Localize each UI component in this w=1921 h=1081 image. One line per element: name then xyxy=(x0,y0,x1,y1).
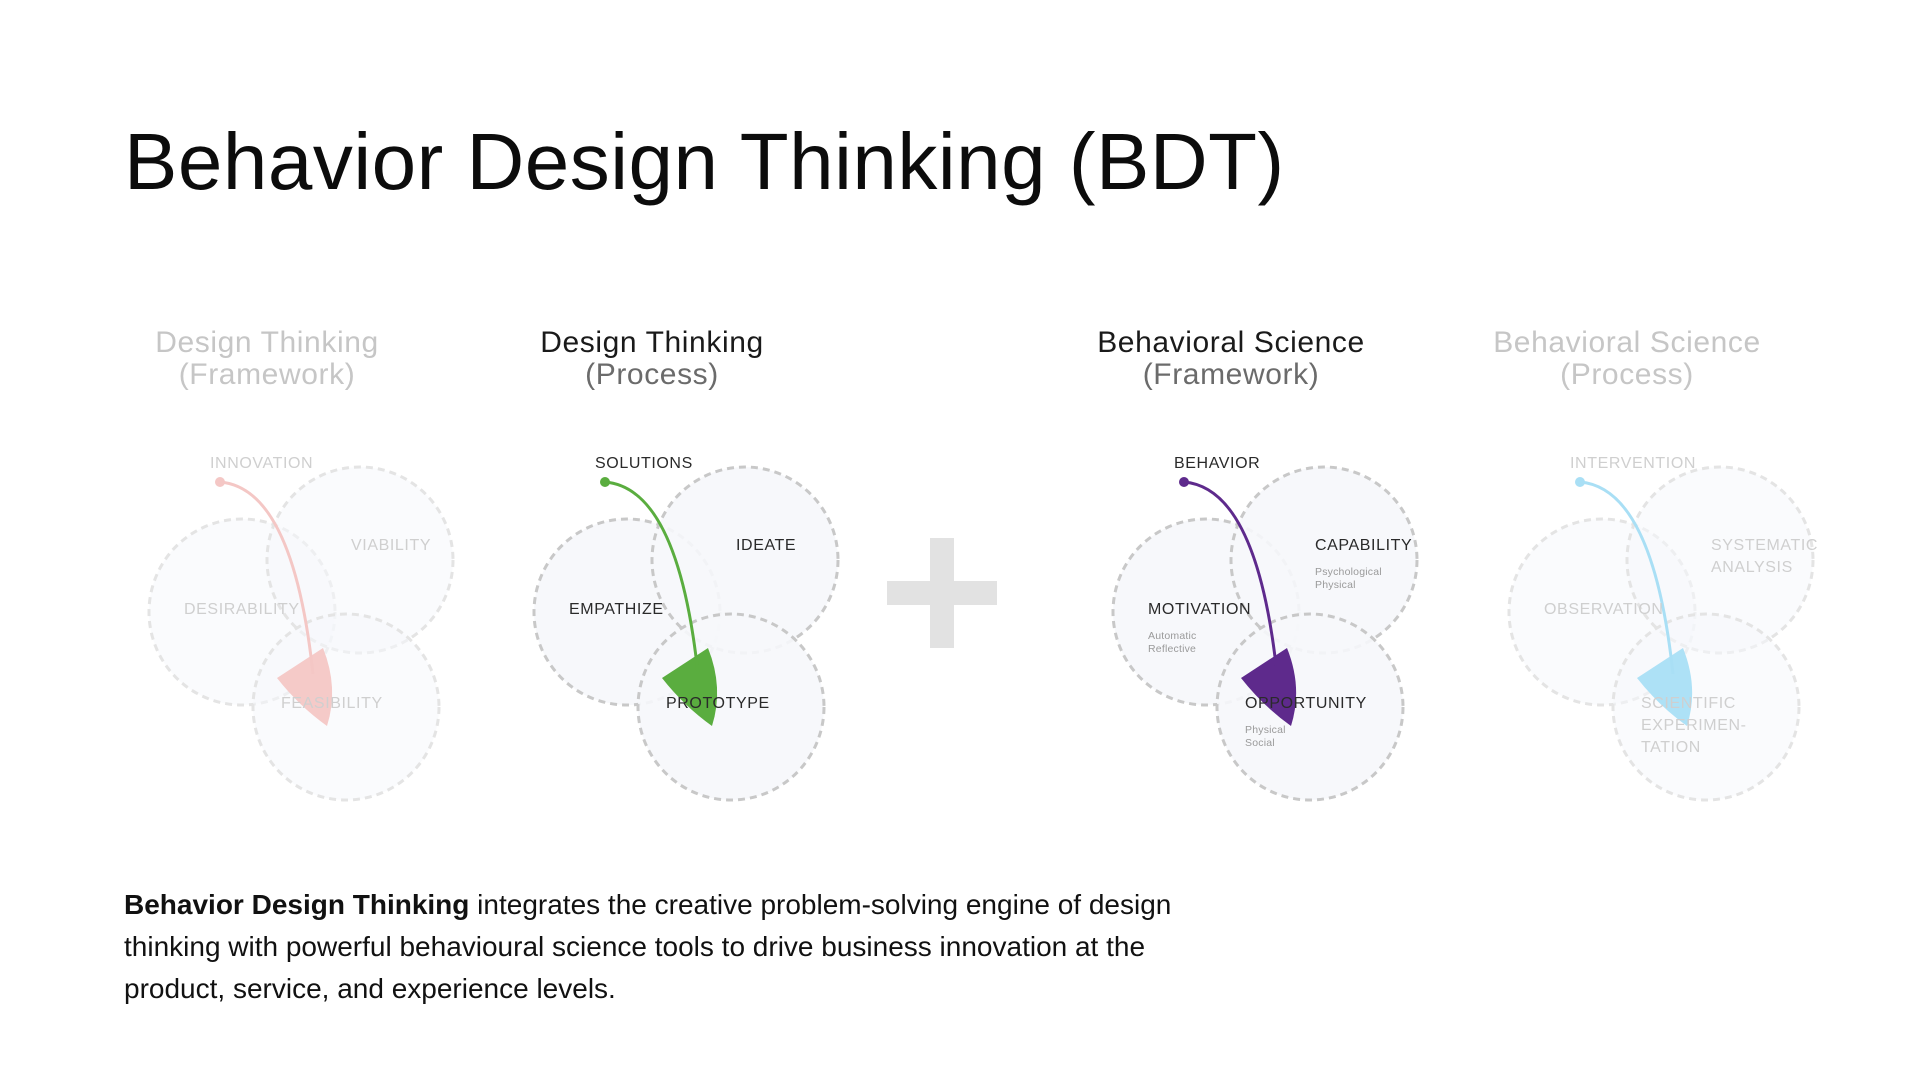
circle-label: OPPORTUNITY xyxy=(1245,695,1367,712)
description-bold: Behavior Design Thinking xyxy=(124,889,470,920)
panel-heading: Design Thinking xyxy=(540,326,764,359)
venn-diagrams: Design Thinking(Framework)INNOVATIONDESI… xyxy=(147,326,1818,802)
panel-subheading: (Process) xyxy=(585,358,719,391)
pointer-dot xyxy=(215,477,225,487)
circle-sublabel: Physical xyxy=(1245,724,1286,736)
circle-label: VIABILITY xyxy=(351,537,431,554)
pointer-arc xyxy=(1579,480,1675,675)
intersection-wedge xyxy=(1637,648,1693,726)
circle-label: SYSTEMATIC xyxy=(1711,537,1818,554)
pointer-label: BEHAVIOR xyxy=(1174,455,1260,472)
venn-circle xyxy=(1215,612,1405,802)
circle-label: SCIENTIFIC xyxy=(1641,695,1736,712)
pointer-label: SOLUTIONS xyxy=(595,455,693,472)
pointer-label: INNOVATION xyxy=(210,455,313,472)
panel-subheading: (Framework) xyxy=(1143,358,1320,391)
venn-circle xyxy=(1611,612,1801,802)
panel-2: Design Thinking(Process) SOLUTIONS EMPATHI… xyxy=(532,326,840,802)
description-text: integrates the creative problem-solving … xyxy=(124,889,1172,1004)
pointer-dot xyxy=(600,477,610,487)
pointer-dot xyxy=(1179,477,1189,487)
circle-sublabel: Reflective xyxy=(1148,643,1196,655)
panel-heading: Behavioral Science xyxy=(1097,326,1365,359)
venn-circle xyxy=(251,612,441,802)
circle-label: FEASIBILITY xyxy=(281,695,383,712)
pointer-arc xyxy=(219,480,315,675)
circle-sublabel: Physical xyxy=(1315,579,1356,591)
circle-label: PROTOTYPE xyxy=(666,695,770,712)
circle-label: DESIRABILITY xyxy=(184,601,300,618)
panel-3: Behavioral Science(Framework) BEHAVIOR MOT… xyxy=(1097,326,1419,802)
circle-label: MOTIVATION xyxy=(1148,601,1251,618)
panel-heading: Behavioral Science xyxy=(1493,326,1761,359)
circle-label: TATION xyxy=(1641,739,1701,756)
circle-label: OBSERVATION xyxy=(1544,601,1664,618)
panel-heading: Design Thinking xyxy=(155,326,379,359)
pointer-arc xyxy=(604,480,700,675)
panel-subheading: (Process) xyxy=(1560,358,1694,391)
circle-label: CAPABILITY xyxy=(1315,537,1412,554)
pointer-dot xyxy=(1575,477,1585,487)
circle-label: EXPERIMEN- xyxy=(1641,717,1747,734)
panel-1: Design Thinking(Framework) INNOVATION DESI… xyxy=(147,326,455,802)
circle-sublabel: Automatic xyxy=(1148,630,1197,642)
page-title: Behavior Design Thinking (BDT) xyxy=(124,117,1285,206)
description: Behavior Design Thinking integrates the … xyxy=(124,884,1244,1010)
pointer-label: INTERVENTION xyxy=(1570,455,1696,472)
plus-horizontal xyxy=(887,581,997,605)
circle-label: EMPATHIZE xyxy=(569,601,664,618)
panel-4: Behavioral Science(Process) INTERVENTION O… xyxy=(1493,326,1818,802)
circle-label: ANALYSIS xyxy=(1711,559,1793,576)
pointer-arc xyxy=(1183,480,1279,675)
panel-subheading: (Framework) xyxy=(179,358,356,391)
circle-sublabel: Social xyxy=(1245,737,1275,749)
intersection-wedge xyxy=(277,648,333,726)
venn-circle xyxy=(636,612,826,802)
plus-symbol xyxy=(887,538,997,648)
circle-sublabel: Psychological xyxy=(1315,566,1382,578)
intersection-wedge xyxy=(1241,648,1297,726)
circle-label: IDEATE xyxy=(736,537,796,554)
intersection-wedge xyxy=(662,648,718,726)
